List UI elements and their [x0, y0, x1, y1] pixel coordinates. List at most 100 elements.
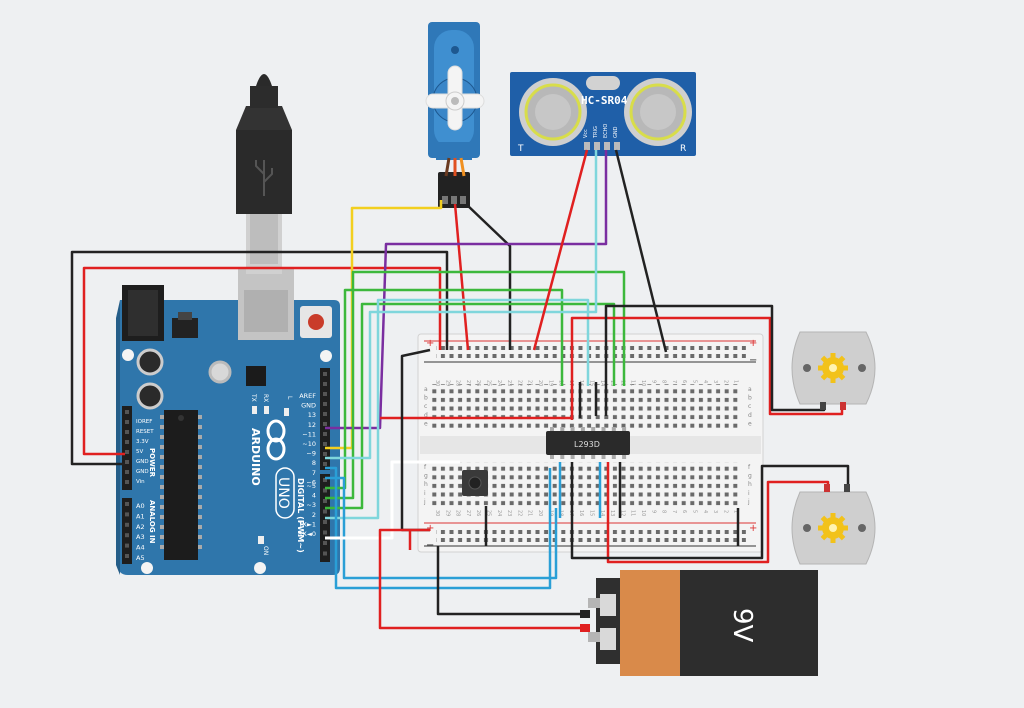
battery-label: 9V	[727, 608, 757, 643]
column-number: 24	[496, 380, 502, 386]
digital-pin-label: ~3	[306, 501, 316, 509]
analog-pin-label: A5	[136, 554, 145, 562]
column-number: 29	[444, 510, 450, 516]
column-number: 9	[650, 380, 656, 383]
power-pin-label: 5V	[136, 449, 143, 455]
ic-label: L293D	[574, 440, 600, 449]
row-letter: h	[424, 481, 428, 488]
column-number: 7	[671, 380, 677, 383]
wire-white-button	[325, 460, 460, 540]
row-letter: b	[748, 395, 752, 402]
power-pin-label: RESET	[136, 429, 154, 435]
digital-pin-label: 7	[312, 469, 316, 477]
arduino-uno-board[interactable]: ARDUINO UNO DIGITAL (PWM~) POWER ANALOG …	[116, 268, 340, 575]
usb-chip	[246, 366, 266, 386]
row-letter: a	[748, 386, 752, 393]
sensor-pin-label: GND	[613, 126, 619, 138]
wire-cyan-trig	[325, 150, 598, 460]
rail-plus-top-right: +	[749, 338, 757, 349]
arduino-logo-icon	[266, 419, 286, 461]
analog-pin-label: A4	[136, 544, 145, 552]
analog-pin-label: A1	[136, 512, 145, 520]
row-letter: c	[748, 403, 751, 410]
analog-pin-label: A0	[136, 502, 145, 510]
rail-plus-bottom-right: +	[749, 523, 757, 534]
column-number: 6	[681, 380, 687, 383]
l293d-chip[interactable]: L293D	[546, 427, 630, 459]
sensor-pin-label: Vcc	[583, 129, 589, 138]
column-number: 26	[475, 510, 481, 516]
gear-icon	[818, 353, 848, 383]
sensor-model: HC-SR04	[581, 94, 628, 107]
column-number: 4	[702, 380, 708, 383]
wire-black-gnd-loop	[70, 250, 449, 466]
analog-pin-label: A3	[136, 533, 145, 541]
digital-pin-label: RX◄0	[298, 530, 316, 538]
power-pin-label: IOREF	[136, 419, 152, 425]
row-letter: b	[424, 395, 428, 402]
arduino-name: ARDUINO	[249, 428, 262, 486]
on-label: ON	[262, 546, 269, 555]
wire-black-servo	[465, 203, 512, 350]
row-letter: e	[424, 420, 428, 427]
digital-pin-label: 8	[312, 459, 316, 467]
servo-motor[interactable]	[425, 22, 485, 208]
column-number: 5	[692, 510, 698, 513]
column-number: 6	[681, 510, 687, 513]
voltage-regulator	[172, 318, 198, 338]
column-number: 20	[537, 380, 543, 386]
column-number: 27	[465, 510, 471, 516]
wire-red-servo	[453, 203, 470, 351]
crystal	[208, 360, 232, 384]
power-label: POWER	[148, 448, 156, 478]
digital-label: DIGITAL (PWM~)	[296, 478, 305, 553]
row-letter: i	[424, 490, 426, 497]
arduino-model: UNO	[275, 477, 291, 509]
column-number: 8	[661, 380, 667, 383]
power-pin-label: Vin	[136, 479, 145, 485]
column-number: 24	[496, 510, 502, 516]
wire-green-1	[325, 288, 564, 490]
sensor-pin-label: ECHO	[603, 124, 609, 138]
wires	[70, 149, 850, 630]
wire-black-motor-bottom	[570, 462, 850, 560]
column-number: 20	[537, 510, 543, 516]
dc-motor-top[interactable]	[791, 331, 876, 410]
column-number: 27	[465, 380, 471, 386]
column-number: 30	[434, 380, 440, 386]
row-letter: a	[424, 386, 428, 393]
analog-header	[122, 498, 132, 564]
wire-red-battery	[378, 528, 586, 630]
column-number: 25	[486, 510, 492, 516]
wire-red-right	[570, 316, 844, 420]
column-number: 1	[733, 510, 739, 513]
column-number: 28	[455, 510, 461, 516]
digital-pin-label: AREF	[299, 392, 316, 400]
column-number: 28	[455, 380, 461, 386]
wire-yellow-servo	[325, 200, 443, 450]
rail-minus-top: −	[749, 355, 757, 366]
row-letter: i	[748, 490, 750, 497]
wire-blue-2	[325, 476, 558, 580]
column-number: 14	[599, 380, 605, 386]
column-number: 15	[589, 380, 595, 386]
column-number: 8	[661, 510, 667, 513]
column-number: 14	[599, 510, 605, 516]
l-label: L	[286, 396, 293, 400]
usb-cable[interactable]	[236, 74, 292, 274]
analog-label: ANALOG IN	[148, 500, 156, 544]
column-number: 2	[722, 380, 728, 383]
pushbutton[interactable]	[462, 470, 488, 496]
column-number: 5	[692, 380, 698, 383]
column-number: 2	[722, 510, 728, 513]
wire-blue-1	[325, 466, 552, 590]
rail-minus-bottom: −	[426, 540, 434, 551]
battery-9v[interactable]: 9V	[580, 570, 818, 676]
capacitor-2	[136, 382, 164, 410]
dc-motor-bottom[interactable]	[791, 484, 876, 565]
column-number: 11	[630, 510, 636, 516]
column-number: 12	[619, 510, 625, 516]
